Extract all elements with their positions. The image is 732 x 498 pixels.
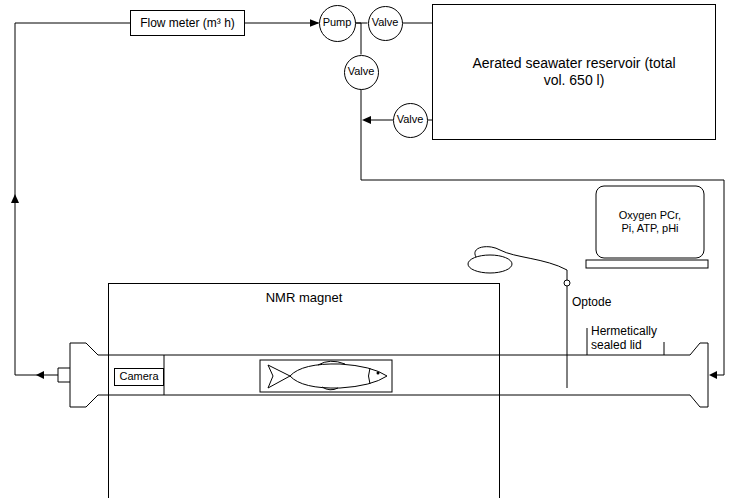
monitor-display: Oxygen PCr, Pi, ATP, pHi bbox=[602, 192, 698, 252]
magnet-box: NMR magnetCamera bbox=[108, 283, 500, 498]
valve-circle: Valve bbox=[344, 55, 379, 90]
fish-eye bbox=[377, 372, 380, 375]
tube-fitting bbox=[58, 343, 98, 407]
optode-cable bbox=[475, 247, 567, 282]
pipe-connector bbox=[403, 23, 433, 24]
node-text: NMR magnet bbox=[266, 290, 343, 306]
valve-circle: Valve bbox=[393, 103, 428, 138]
optode-label: Optode bbox=[572, 295, 611, 309]
node-text: Flow meter (m³ h) bbox=[140, 16, 235, 30]
node-text: Oxygen PCr, Pi, ATP, pHi bbox=[615, 209, 685, 235]
lid bbox=[664, 342, 665, 355]
valve-circle: Valve bbox=[368, 6, 403, 41]
node-text: Camera bbox=[119, 370, 158, 383]
reservoir-box: Aerated seawater reservoir (total vol. 6… bbox=[432, 4, 716, 140]
node-text: Aerated seawater reservoir (total vol. 6… bbox=[472, 55, 677, 89]
node-text: Valve bbox=[372, 16, 399, 29]
lid bbox=[587, 328, 588, 355]
keyboard bbox=[586, 260, 708, 268]
tube-wall bbox=[98, 395, 690, 396]
fish-chamber bbox=[260, 360, 392, 392]
monitor-screen bbox=[596, 186, 704, 258]
camera-box: Camera bbox=[114, 368, 164, 386]
flow-arrow bbox=[709, 371, 717, 379]
node-text: Valve bbox=[348, 65, 375, 78]
flow-arrow bbox=[36, 371, 44, 379]
flow-arrow bbox=[11, 194, 19, 203]
flow-arrow bbox=[362, 116, 371, 124]
optode-joint bbox=[564, 280, 570, 286]
tube-fitting bbox=[690, 343, 708, 407]
tube-wall bbox=[98, 355, 690, 356]
node-text: Pump bbox=[323, 16, 352, 29]
fish bbox=[268, 361, 387, 390]
flow-meter-box: Flow meter (m³ h) bbox=[130, 10, 245, 36]
mouse bbox=[468, 255, 512, 273]
return-pipe bbox=[15, 23, 130, 375]
node-text: Valve bbox=[397, 113, 424, 126]
pump-circle: Pump bbox=[319, 5, 356, 42]
pipe-connector bbox=[356, 23, 362, 55]
supply-pipe bbox=[370, 120, 393, 121]
optode bbox=[567, 282, 568, 388]
pipe-connector bbox=[245, 23, 319, 24]
lid-label: Hermetically sealed lid bbox=[591, 324, 663, 353]
